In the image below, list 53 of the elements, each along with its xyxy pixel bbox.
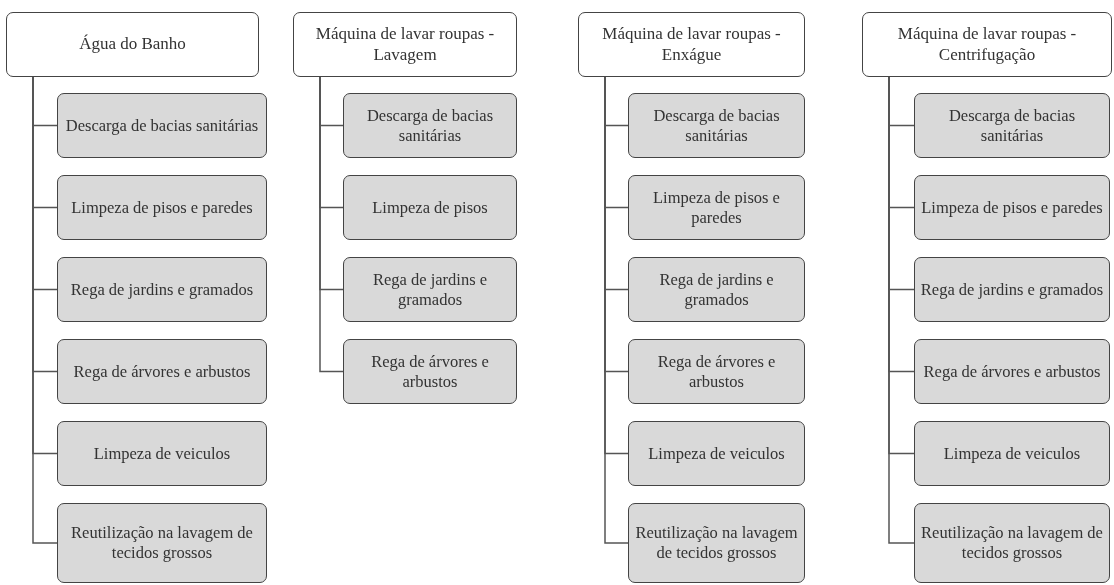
box-label: Rega de árvores e arbustos	[370, 351, 490, 392]
box-label: Rega de jardins e gramados	[920, 279, 1104, 300]
box-label: Água do Banho	[79, 34, 186, 55]
use-box	[914, 503, 1110, 583]
use-box	[628, 93, 805, 158]
use-box	[57, 93, 267, 158]
use-box	[914, 257, 1110, 322]
box-label: Limpeza de veiculos	[943, 443, 1081, 464]
box-label: Limpeza de pisos e paredes	[71, 197, 253, 218]
use-box	[914, 175, 1110, 240]
box-label: Limpeza de veiculos	[648, 443, 785, 464]
box-label: Máquina de lavar roupas - Enxágue	[601, 24, 782, 65]
box-label: Descarga de bacias sanitárias	[947, 105, 1077, 146]
use-box	[57, 339, 267, 404]
category-box	[6, 12, 259, 77]
box-label: Reutilização na lavagem de tecidos grossos	[70, 523, 254, 563]
box-label: Rega de jardins e gramados	[70, 279, 254, 300]
use-box	[343, 175, 517, 240]
box-label: Rega de árvores e arbustos	[73, 361, 251, 382]
use-box	[628, 503, 805, 583]
box-label: Limpeza de pisos e paredes	[921, 197, 1103, 218]
use-box	[914, 93, 1110, 158]
box-label: Máquina de lavar roupas - Lavagem	[314, 24, 496, 65]
use-box	[628, 421, 805, 486]
box-label: Rega de jardins e gramados	[371, 269, 489, 310]
category-box	[293, 12, 517, 77]
category-box	[578, 12, 805, 77]
use-box	[914, 339, 1110, 404]
use-box	[57, 257, 267, 322]
category-box	[862, 12, 1112, 77]
box-label: Descarga de bacias sanitárias	[365, 105, 495, 146]
use-box	[628, 175, 805, 240]
connector-line	[319, 76, 344, 373]
box-label: Rega de árvores e arbustos	[923, 361, 1101, 382]
use-box	[914, 421, 1110, 486]
box-label: Máquina de lavar roupas - Centrifugação	[896, 24, 1078, 65]
box-label: Limpeza de pisos e paredes	[652, 187, 781, 228]
box-label: Limpeza de pisos	[372, 197, 488, 218]
use-box	[343, 339, 517, 404]
box-label: Descarga de bacias sanitárias	[652, 105, 781, 146]
use-box	[57, 503, 267, 583]
use-box	[343, 257, 517, 322]
use-box	[343, 93, 517, 158]
use-box	[628, 257, 805, 322]
box-label: Rega de jardins e gramados	[658, 269, 775, 310]
use-box	[57, 421, 267, 486]
box-label: Reutilização na lavagem de tecidos grossos	[634, 523, 799, 563]
box-label: Rega de árvores e arbustos	[656, 351, 777, 392]
box-label: Descarga de bacias sanitárias	[65, 115, 259, 136]
box-label: Reutilização na lavagem de tecidos grossos	[920, 523, 1104, 563]
use-box	[57, 175, 267, 240]
box-label: Limpeza de veiculos	[93, 443, 231, 464]
use-box	[628, 339, 805, 404]
